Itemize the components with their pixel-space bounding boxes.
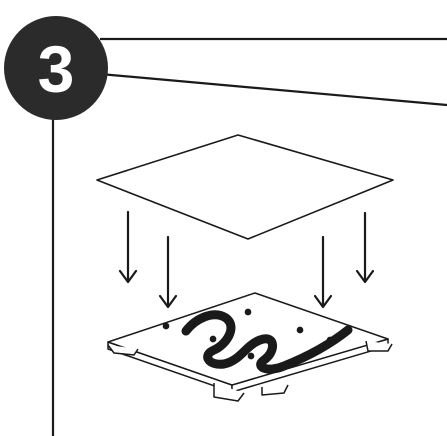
down-arrow-icon bbox=[158, 235, 178, 309]
square-sheet-icon bbox=[96, 134, 394, 240]
callout-line-angled bbox=[99, 72, 447, 107]
build-plate-icon bbox=[107, 292, 393, 402]
step-number: 3 bbox=[37, 32, 75, 106]
down-arrow-icon bbox=[355, 211, 375, 284]
down-arrow-icon bbox=[313, 235, 333, 309]
squiggle-mark bbox=[181, 310, 353, 374]
step-badge: 3 bbox=[4, 16, 108, 120]
down-arrow-icon bbox=[118, 210, 138, 284]
